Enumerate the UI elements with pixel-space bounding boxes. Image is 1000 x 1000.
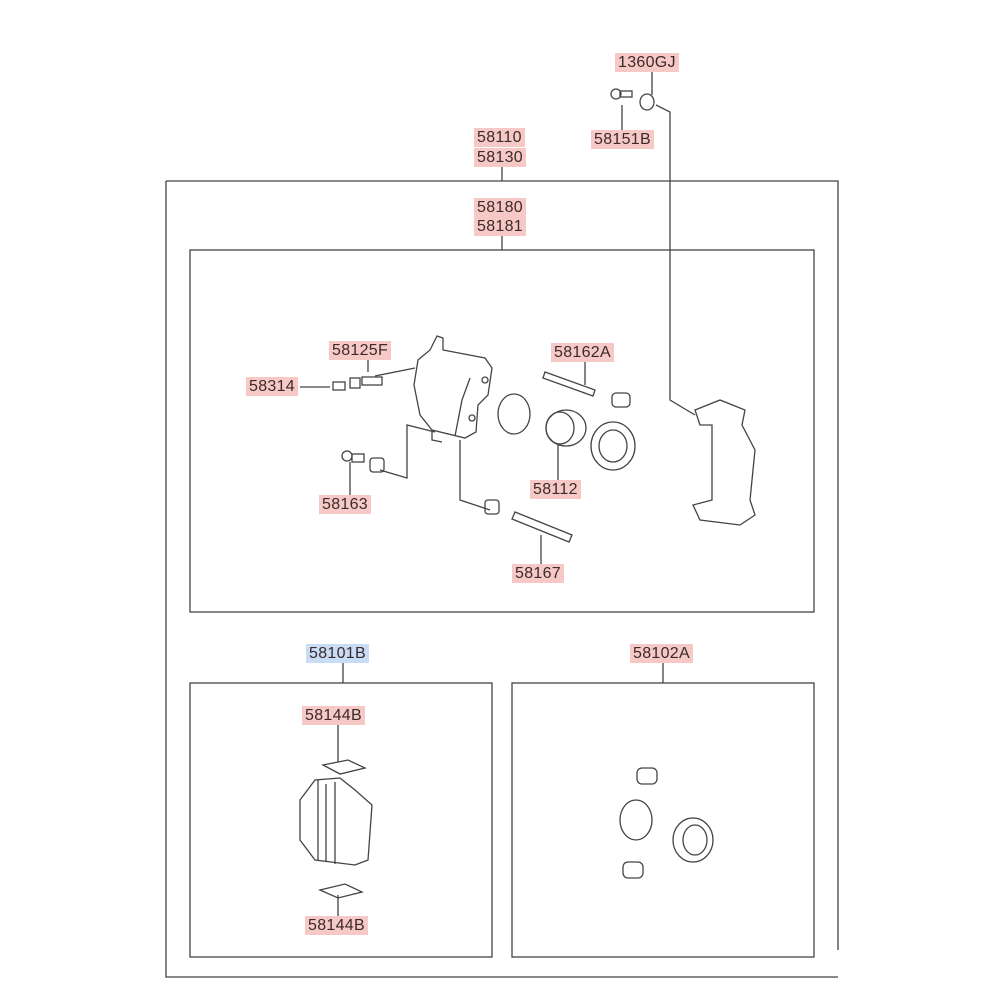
part-label-58151B[interactable]: 58151B: [591, 130, 654, 149]
part-label-58125F[interactable]: 58125F: [329, 341, 392, 360]
part-label-58167[interactable]: 58167: [512, 564, 564, 583]
part-label-58144B-top[interactable]: 58144B: [302, 706, 365, 725]
caliper-body-icon: [413, 335, 493, 443]
part-label-58102A[interactable]: 58102A: [630, 644, 693, 663]
dust-boot-kit-icon: [672, 817, 714, 863]
part-label-1360GJ[interactable]: 1360GJ: [615, 53, 679, 72]
part-label-58144B-bottom[interactable]: 58144B: [305, 916, 368, 935]
pad-clip-top-icon: [321, 759, 367, 775]
bolt-58151B-icon: [610, 88, 633, 100]
boot-bottom-icon: [622, 861, 644, 879]
bleeder-screw-icon: [332, 376, 383, 391]
seal-kit-box: [511, 682, 815, 958]
part-label-58181[interactable]: 58181: [474, 217, 526, 236]
leader-lines: [300, 72, 696, 916]
pad-kit-box: [189, 682, 493, 958]
outer-assembly-box: [165, 180, 839, 978]
part-label-58314[interactable]: 58314: [246, 377, 298, 396]
seal-ring-icon: [497, 393, 531, 435]
part-label-58110[interactable]: 58110: [474, 128, 525, 147]
part-label-58101B[interactable]: 58101B: [306, 644, 369, 663]
part-label-58180[interactable]: 58180: [474, 198, 526, 217]
piston-58112-icon: [545, 409, 587, 447]
brake-pads-icon: [299, 777, 373, 866]
bolt-58163-icon: [341, 450, 385, 473]
part-label-58112[interactable]: 58112: [530, 480, 581, 499]
guide-pin-58162A-icon: [542, 371, 631, 408]
part-label-58163[interactable]: 58163: [319, 495, 371, 514]
washer-1360GJ-icon: [639, 93, 655, 111]
seal-ring-kit-icon: [619, 799, 653, 841]
boot-top-icon: [636, 767, 658, 785]
part-label-58162A[interactable]: 58162A: [551, 343, 614, 362]
dust-boot-icon: [590, 421, 636, 471]
guide-pin-58167-icon: [484, 499, 573, 543]
caliper-bracket-icon: [692, 399, 756, 526]
part-label-58130[interactable]: 58130: [474, 148, 526, 167]
caliper-box: [189, 249, 815, 613]
pad-clip-bottom-icon: [317, 883, 364, 899]
